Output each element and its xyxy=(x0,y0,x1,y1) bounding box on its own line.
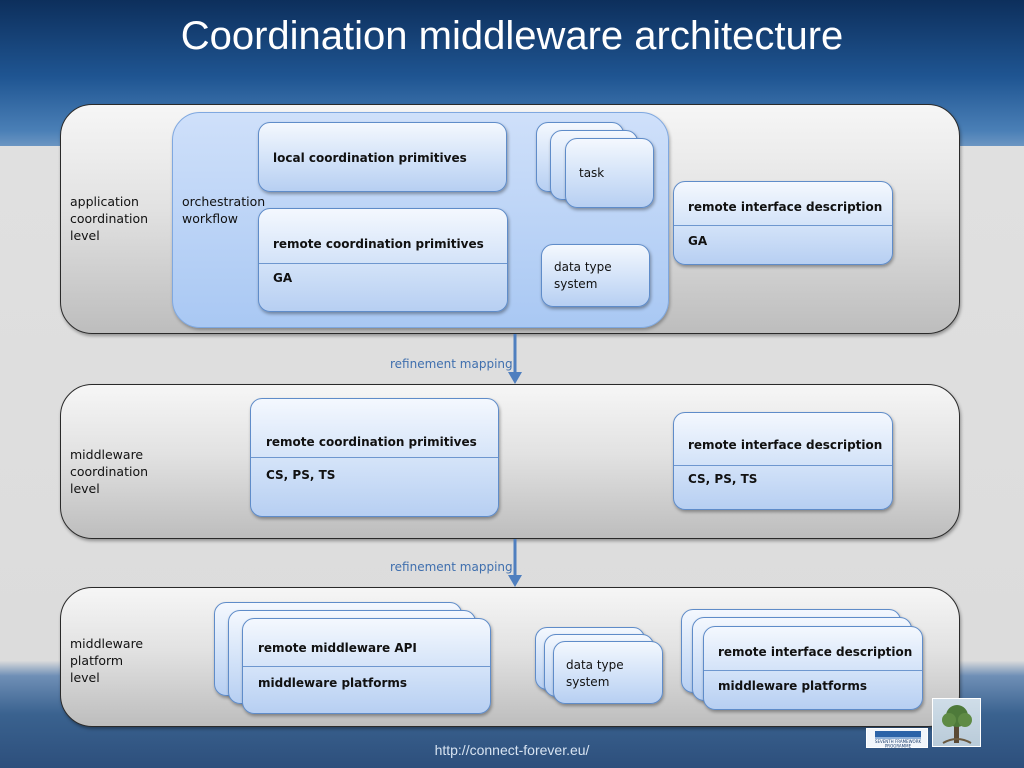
app-remote-coordination-primitives-title: remote coordination primitives xyxy=(273,237,484,251)
app-remote-interface-description-title: remote interface description xyxy=(688,200,883,214)
fp7-logo: SEVENTH FRAMEWORK PROGRAMME xyxy=(866,728,928,749)
slide-title: Coordination middleware architecture xyxy=(180,14,844,58)
remote-middleware-api-box: remote middleware API middleware platfor… xyxy=(242,618,491,714)
platform-level-label: middleware platform level xyxy=(70,636,144,685)
local-coordination-primitives-box: local coordination primitives xyxy=(258,122,507,192)
task-box: task xyxy=(565,138,654,208)
svg-text:PROGRAMME: PROGRAMME xyxy=(885,744,912,749)
middleware-level-label: middleware coordination level xyxy=(70,447,149,496)
remote-middleware-api-value: middleware platforms xyxy=(258,676,408,690)
platform-data-type-system-box: data type system xyxy=(553,641,663,704)
app-remote-interface-description-box: remote interface description GA xyxy=(673,181,893,265)
application-level-label: application coordination level xyxy=(70,194,149,243)
platform-remote-interface-description-box: remote interface description middleware … xyxy=(703,626,923,710)
mw-remote-interface-description-box: remote interface description CS, PS, TS xyxy=(673,412,893,510)
task-label: task xyxy=(579,166,605,180)
app-remote-interface-description-value: GA xyxy=(688,234,708,248)
refinement-mapping-arrow-2 xyxy=(508,539,522,587)
mw-remote-primitives-divider xyxy=(251,457,498,458)
app-remote-coordination-primitives-box: remote coordination primitives GA xyxy=(258,208,508,312)
platform-remote-interface-description-value: middleware platforms xyxy=(718,679,868,693)
connect-tree-logo xyxy=(932,698,981,747)
mw-remote-coordination-primitives-title: remote coordination primitives xyxy=(266,435,477,449)
platform-remote-interface-description-title: remote interface description xyxy=(718,645,913,659)
refinement-mapping-arrow-1 xyxy=(508,334,522,384)
refinement-mapping-label-2: refinement mapping xyxy=(390,560,513,574)
footer-url: http://connect-forever.eu/ xyxy=(434,742,590,758)
refinement-mapping-label-1: refinement mapping xyxy=(390,357,513,371)
orchestration-workflow-label: orchestration workflow xyxy=(182,194,266,226)
mw-remote-interface-description-title: remote interface description xyxy=(688,438,883,452)
app-remote-coordination-primitives-value: GA xyxy=(273,271,293,285)
svg-text:SEVENTH FRAMEWORK: SEVENTH FRAMEWORK xyxy=(875,739,922,744)
mw-remote-coordination-primitives-box: remote coordination primitives CS, PS, T… xyxy=(250,398,499,517)
app-remote-primitives-divider xyxy=(259,263,507,264)
tree-icon xyxy=(942,705,972,744)
app-data-type-system-box: data type system xyxy=(541,244,650,307)
mw-remote-coordination-primitives-value: CS, PS, TS xyxy=(266,468,336,482)
local-coordination-primitives-title: local coordination primitives xyxy=(273,151,467,165)
remote-middleware-api-title: remote middleware API xyxy=(258,641,417,655)
mw-remote-interface-divider xyxy=(674,465,892,466)
remote-middleware-api-divider xyxy=(243,666,490,667)
app-remote-interface-divider xyxy=(674,225,892,226)
platform-data-type-system-label: data type system xyxy=(566,658,624,689)
fp7-logo-graphic: SEVENTH FRAMEWORK PROGRAMME xyxy=(875,731,922,749)
mw-remote-interface-description-value: CS, PS, TS xyxy=(688,472,758,486)
app-data-type-system-label: data type system xyxy=(554,260,612,291)
platform-remote-interface-divider xyxy=(704,670,922,671)
